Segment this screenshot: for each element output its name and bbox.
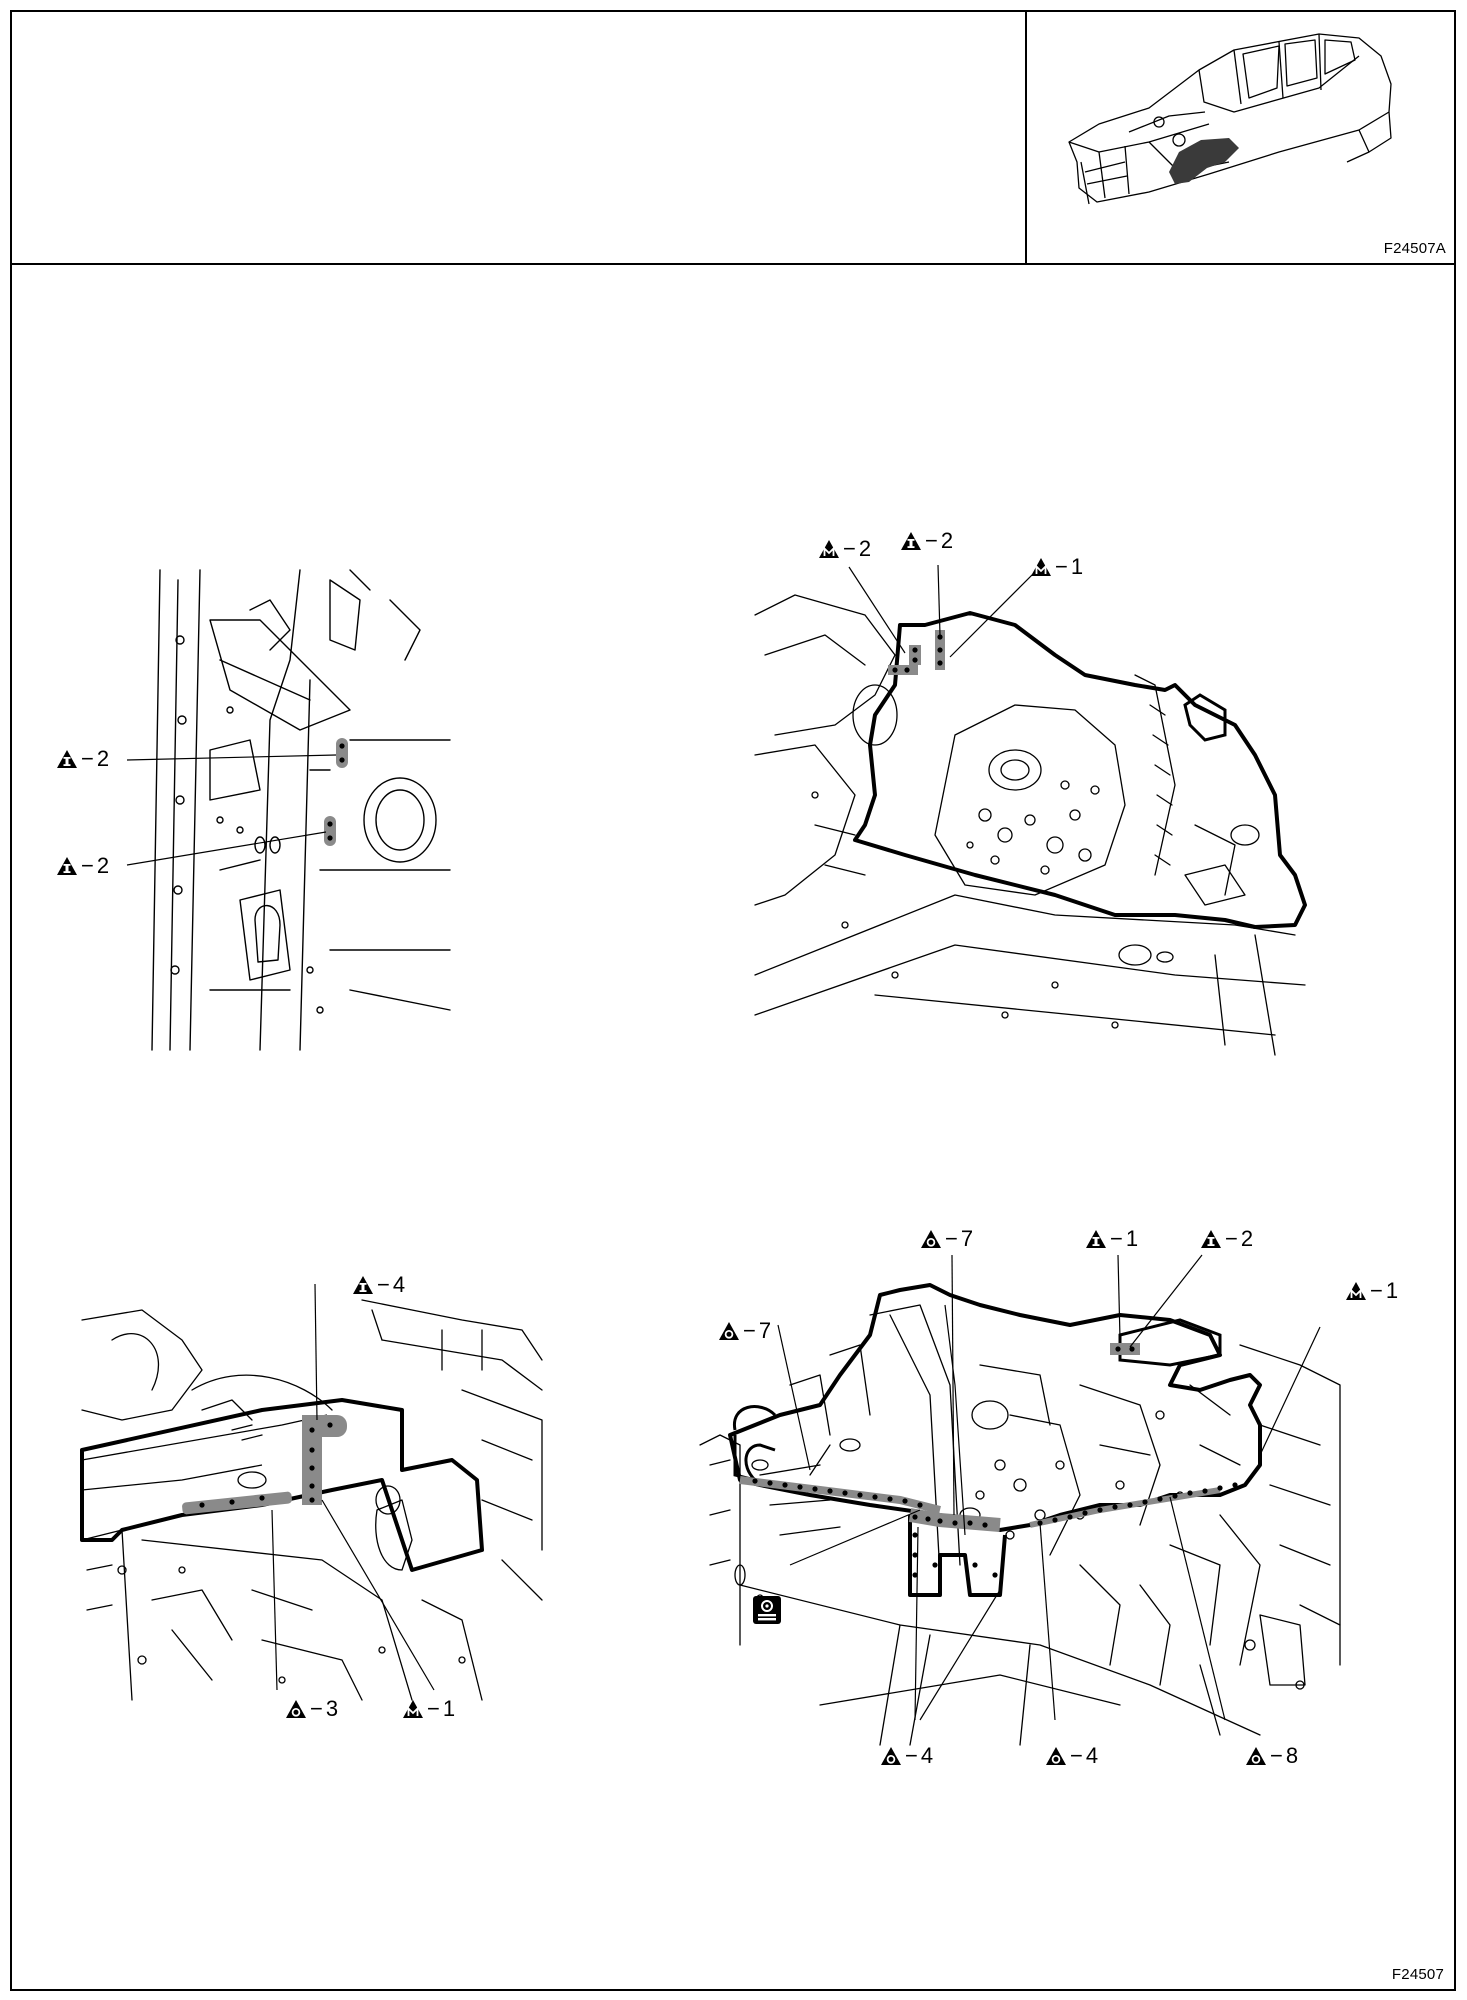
callout-o-7-left: −7	[718, 1320, 771, 1342]
triangle-I-icon	[1201, 1230, 1221, 1248]
triangle-I-icon	[901, 532, 921, 550]
view-bottom-right-drawing	[699, 1254, 1341, 1746]
header-title-area	[12, 12, 1027, 263]
triangle-O-icon	[1045, 1746, 1067, 1766]
triangle-M-icon	[1345, 1281, 1367, 1301]
view-top-left-drawing	[126, 569, 451, 1051]
callout-i-2-upper: −2	[56, 748, 109, 770]
figure-code-top: F24507A	[1383, 240, 1446, 257]
callout-o-7-top: −7	[920, 1228, 973, 1250]
callout-m-1: −1	[1030, 556, 1083, 578]
triangle-I-icon	[57, 857, 77, 875]
view-bottom-left-drawing	[80, 1283, 543, 1701]
spot-weld-symbol-icon	[753, 1596, 781, 1624]
view-top-right-drawing	[754, 564, 1307, 1056]
callout-i-2-br: −2	[1200, 1228, 1253, 1250]
triangle-O-icon	[285, 1699, 307, 1719]
page-frame: F24507A F24507	[10, 10, 1456, 1991]
callout-o-4-mid: −4	[1045, 1745, 1098, 1767]
triangle-M-icon	[1030, 557, 1052, 577]
callout-m-1-bl: −1	[402, 1698, 455, 1720]
triangle-O-icon	[718, 1321, 740, 1341]
vehicle-thumbnail: F24507A	[1029, 12, 1456, 263]
figure-code-bottom: F24507	[1391, 1966, 1444, 1983]
callout-i-2-lower: −2	[56, 855, 109, 877]
callout-o-4-left: −4	[880, 1745, 933, 1767]
triangle-O-icon	[920, 1229, 942, 1249]
callout-m-2: −2	[818, 538, 871, 560]
car-body-icon	[1068, 33, 1392, 205]
callout-o-8: −8	[1245, 1745, 1298, 1767]
triangle-M-icon	[402, 1699, 424, 1719]
header-band: F24507A	[12, 12, 1454, 265]
callout-i-1: −1	[1085, 1228, 1138, 1250]
triangle-I-icon	[353, 1276, 373, 1294]
triangle-O-icon	[880, 1746, 902, 1766]
callout-o-3: −3	[285, 1698, 338, 1720]
triangle-M-icon	[818, 539, 840, 559]
triangle-I-icon	[57, 750, 77, 768]
callout-i-4: −4	[352, 1274, 405, 1296]
callout-i-2: −2	[900, 530, 953, 552]
callout-m-1-br: −1	[1345, 1280, 1398, 1302]
triangle-O-icon	[1245, 1746, 1267, 1766]
triangle-I-icon	[1086, 1230, 1106, 1248]
